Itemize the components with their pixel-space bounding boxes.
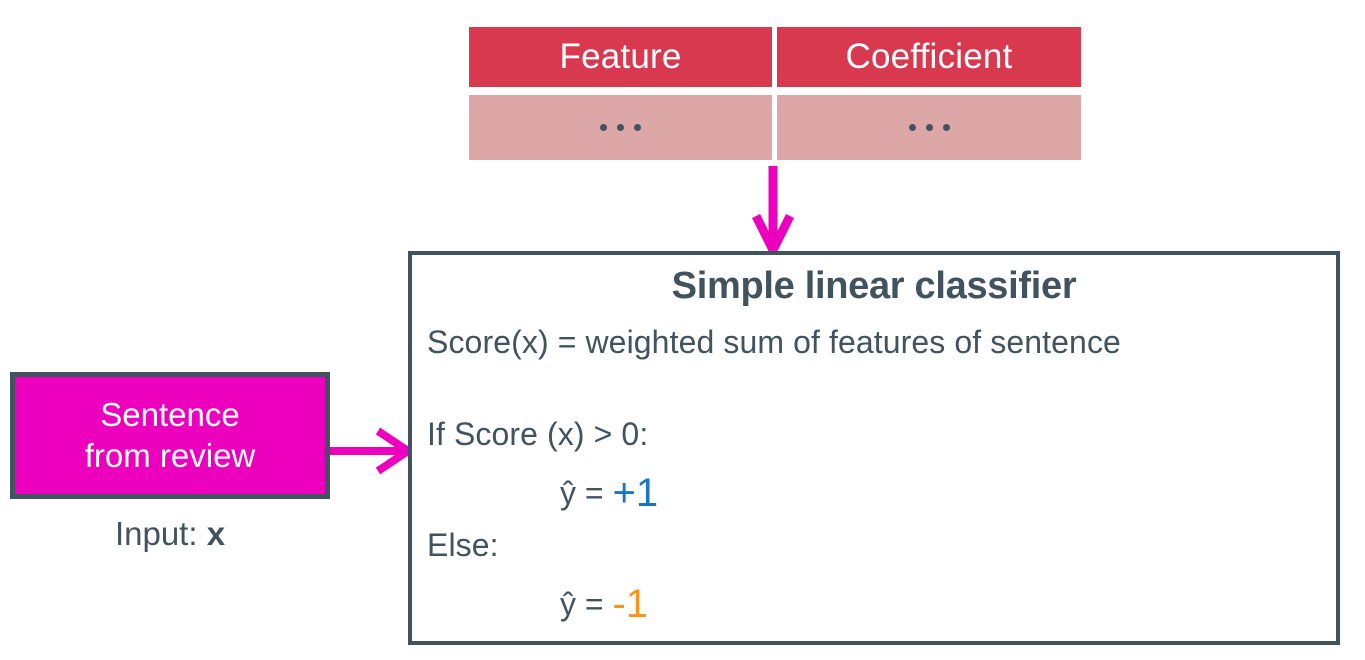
negative-value: -1: [612, 582, 649, 626]
negative-lhs: ŷ =: [560, 586, 613, 622]
classifier-positive-output: ŷ = +1: [560, 473, 658, 513]
feature-coefficient-table: Feature Coefficient: [469, 27, 1081, 160]
arrow-down-icon: [752, 166, 794, 252]
input-caption-symbol: x: [206, 515, 226, 552]
input-caption: Input: x: [10, 515, 330, 553]
positive-lhs: ŷ =: [560, 475, 613, 511]
table-row: [777, 95, 1081, 160]
table-row: [469, 95, 772, 160]
input-sentence-line-2: from review: [84, 436, 256, 474]
arrow-right-icon: [322, 427, 412, 475]
classifier-negative-output: ŷ = -1: [560, 584, 648, 624]
classifier-score-line: Score(x) = weighted sum of features of s…: [427, 324, 1121, 360]
classifier-else-line: Else:: [427, 527, 499, 563]
classifier-title: Simple linear classifier: [671, 265, 1077, 307]
classifier-if-line: If Score (x) > 0:: [427, 416, 649, 452]
table-header-coefficient: Coefficient: [777, 27, 1081, 87]
positive-value: +1: [612, 471, 659, 515]
input-sentence-line-1: Sentence: [100, 396, 240, 434]
ellipsis-icon-coefficient: [908, 124, 950, 131]
input-sentence-box[interactable]: Sentence from review: [10, 372, 330, 499]
input-caption-prefix: Input:: [114, 515, 207, 552]
table-header-feature: Feature: [469, 27, 772, 87]
classifier-box: Simple linear classifier Score(x) = weig…: [408, 251, 1340, 645]
ellipsis-icon-feature: [600, 124, 641, 131]
